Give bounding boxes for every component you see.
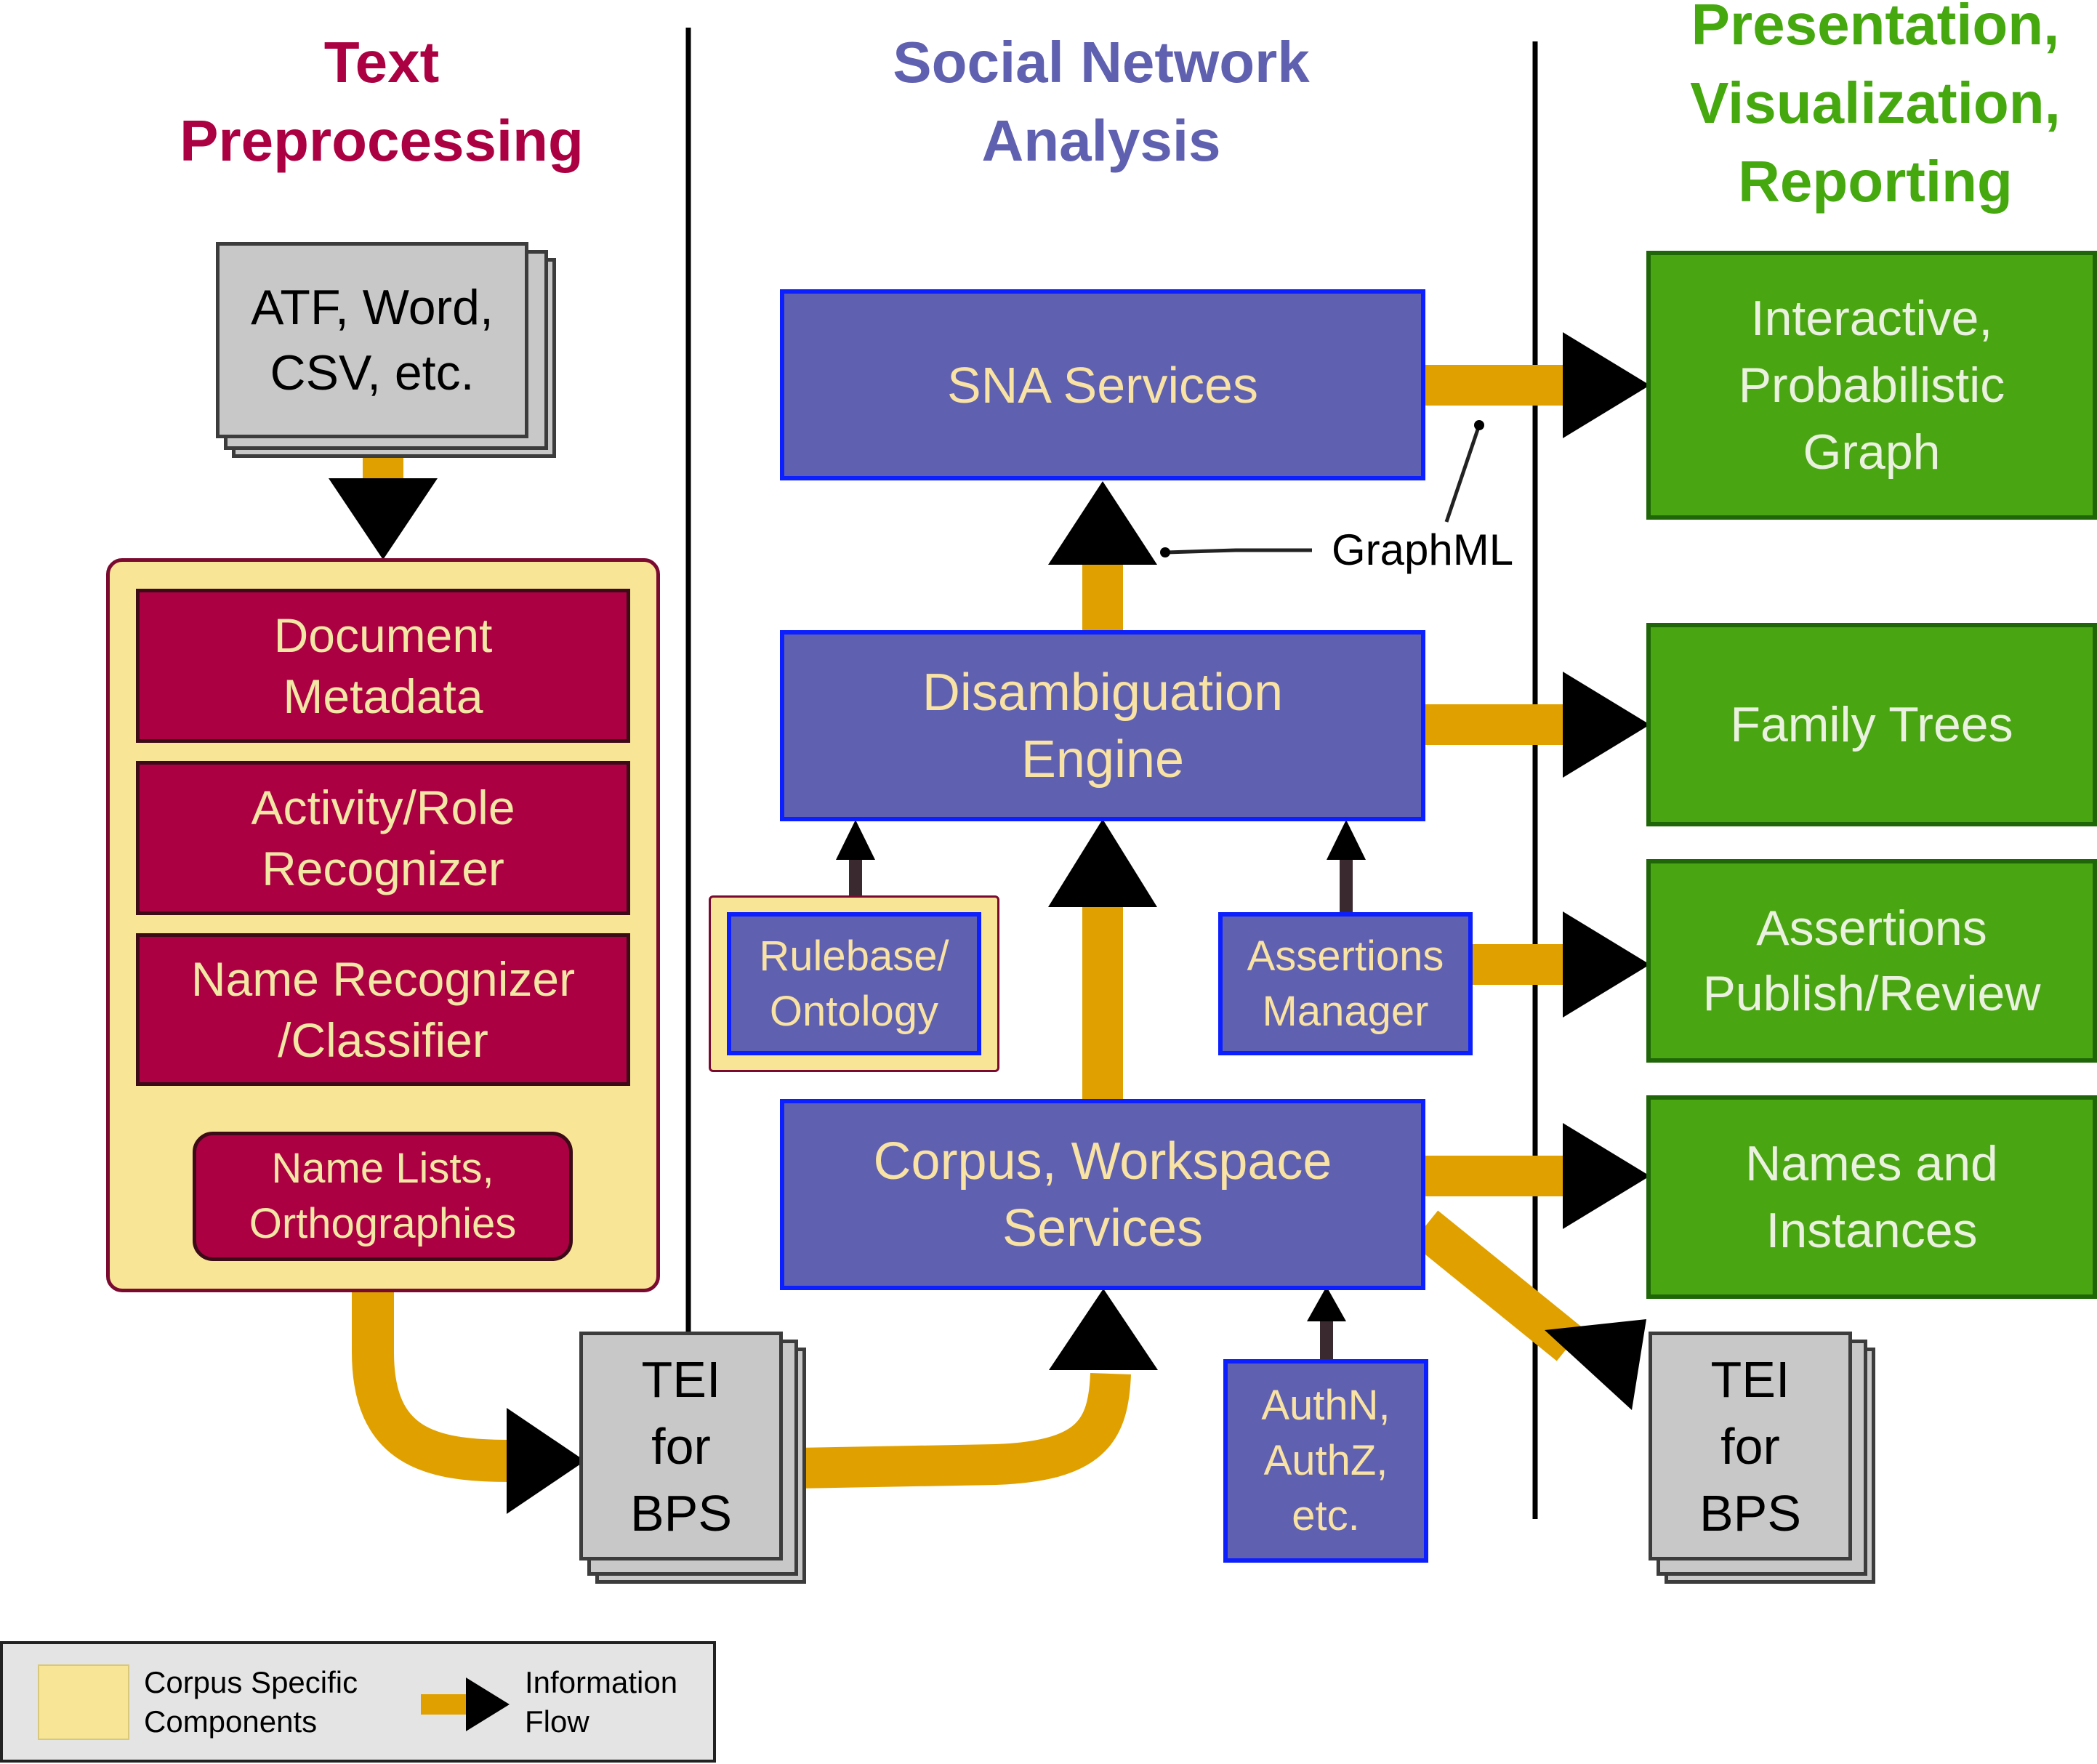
corpus-workspace-services-box: Corpus, Workspace Services (780, 1099, 1425, 1290)
flow-tei-to-corpus (795, 1372, 1131, 1489)
arrowhead-rulebase (836, 820, 875, 860)
graphml-label: GraphML (1332, 525, 1514, 574)
tei-right-box: TEI for BPS (1649, 1332, 1852, 1560)
arrowhead-disambiguation-to-sna (1048, 481, 1157, 565)
activity-role-recognizer-box: Activity/Role Recognizer (136, 761, 630, 915)
names-and-instances-box: Names and Instances (1646, 1095, 2097, 1299)
disambiguation-engine-box: Disambiguation Engine (780, 630, 1425, 821)
header-text-preprocessing: Text Preprocessing (180, 30, 584, 173)
legend-corpus-specific-swatch (38, 1664, 129, 1740)
legend-corpus-specific-label: Corpus Specific Components (144, 1665, 358, 1739)
graphml-pointer-dot-arrow (1160, 547, 1170, 557)
family-trees-box: Family Trees (1646, 623, 2097, 826)
assertions-publish-review-box: Assertions Publish/Review (1646, 859, 2097, 1063)
header-social-network-analysis: Social Network Analysis (893, 30, 1310, 173)
tei-left-box: TEI for BPS (579, 1332, 783, 1560)
graphml-pointer-to-sna (1444, 424, 1481, 523)
assertions-manager-box: Assertions Manager (1218, 912, 1473, 1055)
flow-corpus-to-tei-right (1411, 1210, 1584, 1361)
arrowhead-corpus-to-tei-right (1545, 1319, 1646, 1410)
arrowhead-disambiguation-to-family (1563, 672, 1650, 778)
document-metadata-box: Document Metadata (136, 589, 630, 743)
interactive-graph-box: Interactive, Probabilistic Graph (1646, 251, 2097, 520)
legend-information-flow-label: Information Flow (525, 1665, 678, 1739)
arrowhead-preprocessing-to-tei (507, 1408, 585, 1514)
arrowhead-auth (1307, 1286, 1346, 1321)
flow-preprocessing-to-tei (352, 1290, 523, 1482)
arrowhead-assertions (1327, 820, 1366, 860)
tei-documents-right: TEI for BPS (1649, 1332, 1875, 1584)
arrowhead-sna-to-graph (1563, 332, 1650, 438)
input-formats-box: ATF, Word, CSV, etc. (216, 242, 528, 438)
rulebase-ontology-box: Rulebase/ Ontology (727, 912, 981, 1055)
graphml-pointer-dot-sna (1474, 420, 1484, 430)
sna-services-box: SNA Services (780, 289, 1425, 480)
header-presentation: Presentation, Visualization, Reporting (1690, 0, 2061, 214)
legend: Corpus Specific Components Information F… (0, 1641, 716, 1763)
auth-box: AuthN, AuthZ, etc. (1223, 1359, 1428, 1563)
name-recognizer-box: Name Recognizer /Classifier (136, 933, 630, 1086)
input-documents: ATF, Word, CSV, etc. (216, 242, 556, 458)
arrowhead-assertions-to-publish (1563, 911, 1650, 1018)
arrowhead-corpus-to-disambiguation (1048, 819, 1157, 907)
legend-information-flow-arrow (421, 1678, 510, 1731)
name-lists-box: Name Lists, Orthographies (193, 1132, 573, 1261)
graphml-pointer-to-arrow (1166, 548, 1312, 555)
tei-documents-left: TEI for BPS (579, 1332, 806, 1584)
arrowhead-tei-to-corpus (1049, 1289, 1158, 1370)
arrowhead-corpus-to-names (1563, 1123, 1650, 1229)
arrowhead-input-to-preprocessing (329, 478, 438, 560)
